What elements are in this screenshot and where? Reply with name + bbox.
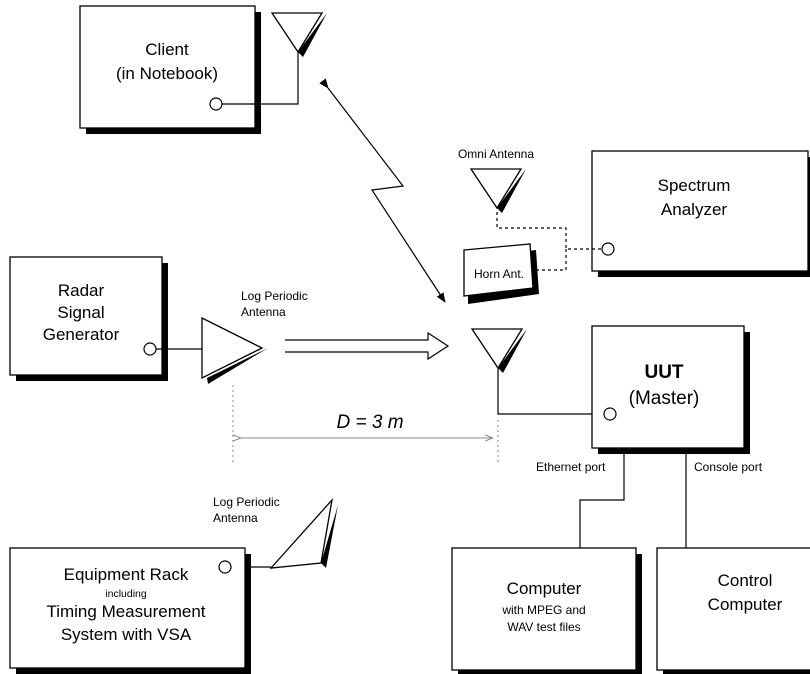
uut-port xyxy=(603,407,617,421)
log-periodic-antenna-top-icon xyxy=(201,316,268,384)
uut-box: UUT (Master) xyxy=(591,325,750,454)
omni-antenna-icon xyxy=(469,168,526,213)
horn-antenna-label: Horn Ant. xyxy=(474,267,524,281)
distance-label: D = 3 m xyxy=(336,412,403,433)
spectrum-analyzer-title: Spectrum xyxy=(658,176,731,195)
control-computer-subtitle: Computer xyxy=(708,595,783,614)
log-periodic-top-line2: Antenna xyxy=(241,305,286,319)
radar-generator-line3: Generator xyxy=(43,325,120,344)
log-periodic-bottom-line2: Antenna xyxy=(213,511,258,525)
equipment-rack-including: including xyxy=(105,588,147,600)
spectrum-analyzer-port xyxy=(601,242,615,256)
spectrum-analyzer-box: Spectrum Analyzer xyxy=(591,150,810,277)
equipment-rack-line4: System with VSA xyxy=(61,625,192,644)
log-periodic-bottom-line1: Log Periodic xyxy=(213,495,280,509)
control-computer-title: Control xyxy=(718,571,773,590)
log-periodic-antenna-bottom-icon xyxy=(269,497,338,569)
radar-generator-port xyxy=(143,342,157,356)
client-title: Client xyxy=(145,40,189,59)
radar-signal-generator-box: Radar Signal Generator xyxy=(9,256,168,381)
radar-generator-line1: Radar xyxy=(58,281,105,300)
equipment-rack-title: Equipment Rack xyxy=(64,565,189,584)
ethernet-cable xyxy=(579,448,625,548)
horn-antenna-icon: Horn Ant. xyxy=(463,243,539,304)
client-antenna-icon xyxy=(270,12,327,57)
wireless-link-arrow xyxy=(319,78,446,303)
uut-title: UUT xyxy=(644,362,683,383)
computer-title: Computer xyxy=(507,579,582,598)
computer-detail-line2: WAV test files xyxy=(507,620,580,634)
omni-antenna-cable xyxy=(496,212,602,250)
console-port-label: Console port xyxy=(694,460,763,474)
client-port xyxy=(209,97,223,111)
horn-antenna-cable xyxy=(536,249,567,271)
equipment-rack-box: Equipment Rack including Timing Measurem… xyxy=(9,547,251,674)
radar-generator-line2: Signal xyxy=(57,303,104,322)
client-antenna-cable xyxy=(222,52,299,105)
computer-box: Computer with MPEG and WAV test files xyxy=(451,547,642,674)
control-computer-box: Control Computer xyxy=(656,547,810,674)
ethernet-port-label: Ethernet port xyxy=(536,460,606,474)
uut-antenna-cable xyxy=(497,368,604,415)
spectrum-analyzer-subtitle: Analyzer xyxy=(661,200,727,219)
computer-detail-line1: with MPEG and xyxy=(501,603,585,617)
omni-antenna-label: Omni Antenna xyxy=(458,147,534,161)
uut-subtitle: (Master) xyxy=(629,388,700,409)
equipment-rack-line3: Timing Measurement xyxy=(46,602,205,621)
equipment-rack-port xyxy=(218,560,232,574)
client-subtitle: (in Notebook) xyxy=(116,64,218,83)
client-box: Client (in Notebook) xyxy=(79,5,261,134)
log-periodic-top-line1: Log Periodic xyxy=(241,289,308,303)
transmission-arrow xyxy=(285,331,450,361)
uut-antenna-icon xyxy=(470,328,527,373)
